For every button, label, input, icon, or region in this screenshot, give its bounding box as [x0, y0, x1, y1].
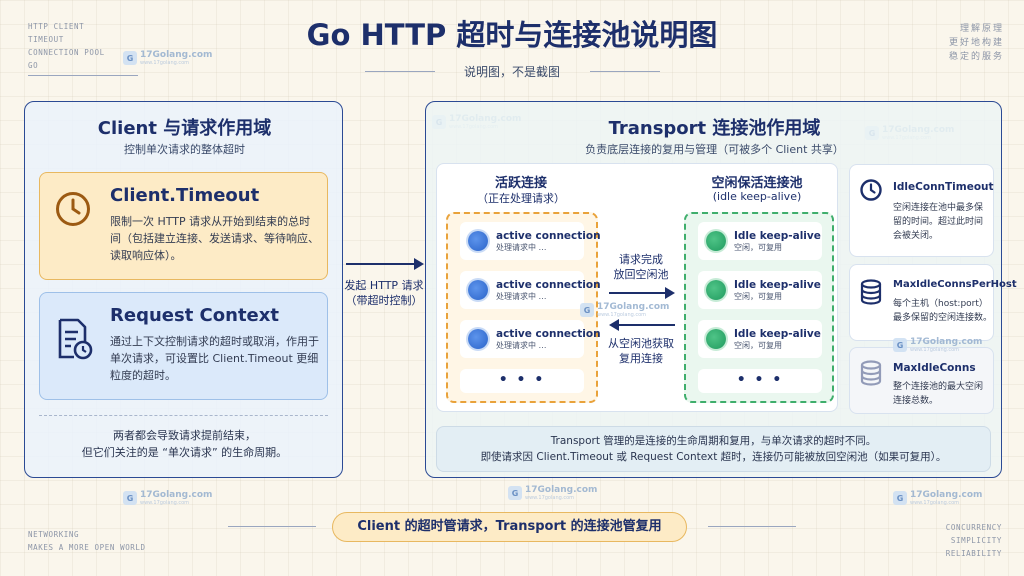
clock-icon	[859, 178, 883, 206]
reuse-from-pool-label: 从空闲池获取 复用连接	[608, 337, 674, 365]
watermark-logo-icon: G	[508, 486, 522, 500]
timeout-card-desc: 限制一次 HTTP 请求从开始到结束的总时间（包括建立连接、发送请求、等待响应、…	[110, 215, 319, 262]
idle-conn-timeout-card: IdleConnTimeout 空闲连接在池中最多保留的时间。超过此时间会被关闭…	[849, 164, 994, 257]
watermark-logo-icon: G	[123, 491, 137, 505]
document-clock-icon	[54, 317, 94, 365]
watermark-logo-icon: G	[123, 51, 137, 65]
page-title: Go HTTP 超时与连接池说明图	[306, 18, 718, 52]
transport-panel-title: Transport 连接池作用域	[608, 118, 821, 139]
page-subtitle: 说明图，不是截图	[463, 65, 560, 79]
corner-bottom-right: CONCURRENCY SIMPLICITY RELIABILITY	[945, 523, 1002, 558]
return-to-pool-arrow	[609, 287, 675, 299]
connection-dot-icon	[468, 329, 488, 349]
corner-top-left: HTTP CLIENT TIMEOUT CONNECTION POOL GO	[28, 22, 105, 70]
divider	[708, 526, 796, 527]
summary-pill: Client 的超时管请求，Transport 的连接池管复用	[332, 512, 687, 542]
divider	[228, 526, 316, 527]
idle-title: 空闲保活连接池	[711, 176, 803, 191]
watermark-logo-icon: G	[893, 338, 907, 352]
connection-dot-icon	[706, 329, 726, 349]
connection-dot-icon	[468, 280, 488, 300]
transport-note: Transport 管理的是连接的生命周期和复用，与单次请求的超时不同。 即使请…	[436, 426, 991, 472]
watermark-logo-icon: G	[893, 491, 907, 505]
active-title: 活跃连接	[494, 176, 547, 191]
client-panel-title: Client 与请求作用域	[97, 118, 272, 139]
divider	[590, 71, 660, 72]
idle-subtitle: (idle keep-alive)	[712, 190, 802, 203]
param-desc: 空闲连接在池中最多保留的时间。超过此时间会被关闭。	[893, 203, 984, 241]
request-arrow-label: 发起 HTTP 请求 （带超时控制）	[344, 279, 424, 307]
divider	[39, 415, 328, 416]
client-panel: Client 与请求作用域 控制单次请求的整体超时 Client.Timeout…	[24, 101, 343, 478]
corner-bottom-left: NETWORKING MAKES A MORE OPEN WORLD	[28, 530, 146, 552]
request-arrow	[346, 258, 424, 270]
client-timeout-card: Client.Timeout 限制一次 HTTP 请求从开始到结束的总时间（包括…	[39, 172, 328, 280]
param-title: MaxIdleConnsPerHost	[893, 279, 1017, 290]
context-card-title: Request Context	[110, 305, 279, 326]
max-idle-conns-card: MaxIdleConns 整个连接池的最大空闲连接总数。	[849, 347, 994, 414]
param-desc: 每个主机（host:port）最多保留的空闲连接数。	[893, 299, 993, 323]
more-connections: • • •	[460, 369, 584, 393]
divider	[365, 71, 435, 72]
return-to-pool-label: 请求完成 放回空闲池	[613, 253, 669, 281]
active-subtitle: （正在处理请求）	[477, 192, 565, 205]
clock-icon	[54, 190, 92, 232]
database-icon	[859, 279, 883, 309]
connection-dot-icon	[706, 280, 726, 300]
context-card-desc: 通过上下文控制请求的超时或取消，作用于单次请求，可设置比 Client.Time…	[110, 335, 319, 382]
timeout-card-title: Client.Timeout	[110, 185, 260, 206]
transport-panel: Transport 连接池作用域 负责底层连接的复用与管理（可被多个 Clien…	[425, 101, 1002, 478]
client-panel-footer: 两者都会导致请求提前结束， 但它们关注的是 “单次请求” 的生命周期。	[81, 429, 288, 459]
transport-panel-subtitle: 负责底层连接的复用与管理（可被多个 Client 共享）	[585, 143, 844, 156]
database-icon	[859, 360, 883, 390]
connection-dot-icon	[706, 231, 726, 251]
connection-dot-icon	[468, 231, 488, 251]
client-panel-subtitle: 控制单次请求的整体超时	[124, 143, 245, 156]
max-idle-conns-per-host-card: MaxIdleConnsPerHost 每个主机（host:port）最多保留的…	[849, 264, 1017, 341]
more-connections: • • •	[698, 369, 822, 393]
request-context-card: Request Context 通过上下文控制请求的超时或取消，作用于单次请求，…	[39, 292, 328, 400]
param-title: MaxIdleConns	[893, 362, 976, 374]
reuse-from-pool-arrow	[609, 319, 675, 331]
corner-top-right: 理解原理 更好地构建 稳定的服务	[948, 24, 1004, 62]
watermark-logo-icon: G	[580, 303, 594, 317]
param-desc: 整个连接池的最大空闲连接总数。	[893, 382, 984, 406]
divider	[28, 75, 138, 76]
param-title: IdleConnTimeout	[893, 181, 994, 193]
